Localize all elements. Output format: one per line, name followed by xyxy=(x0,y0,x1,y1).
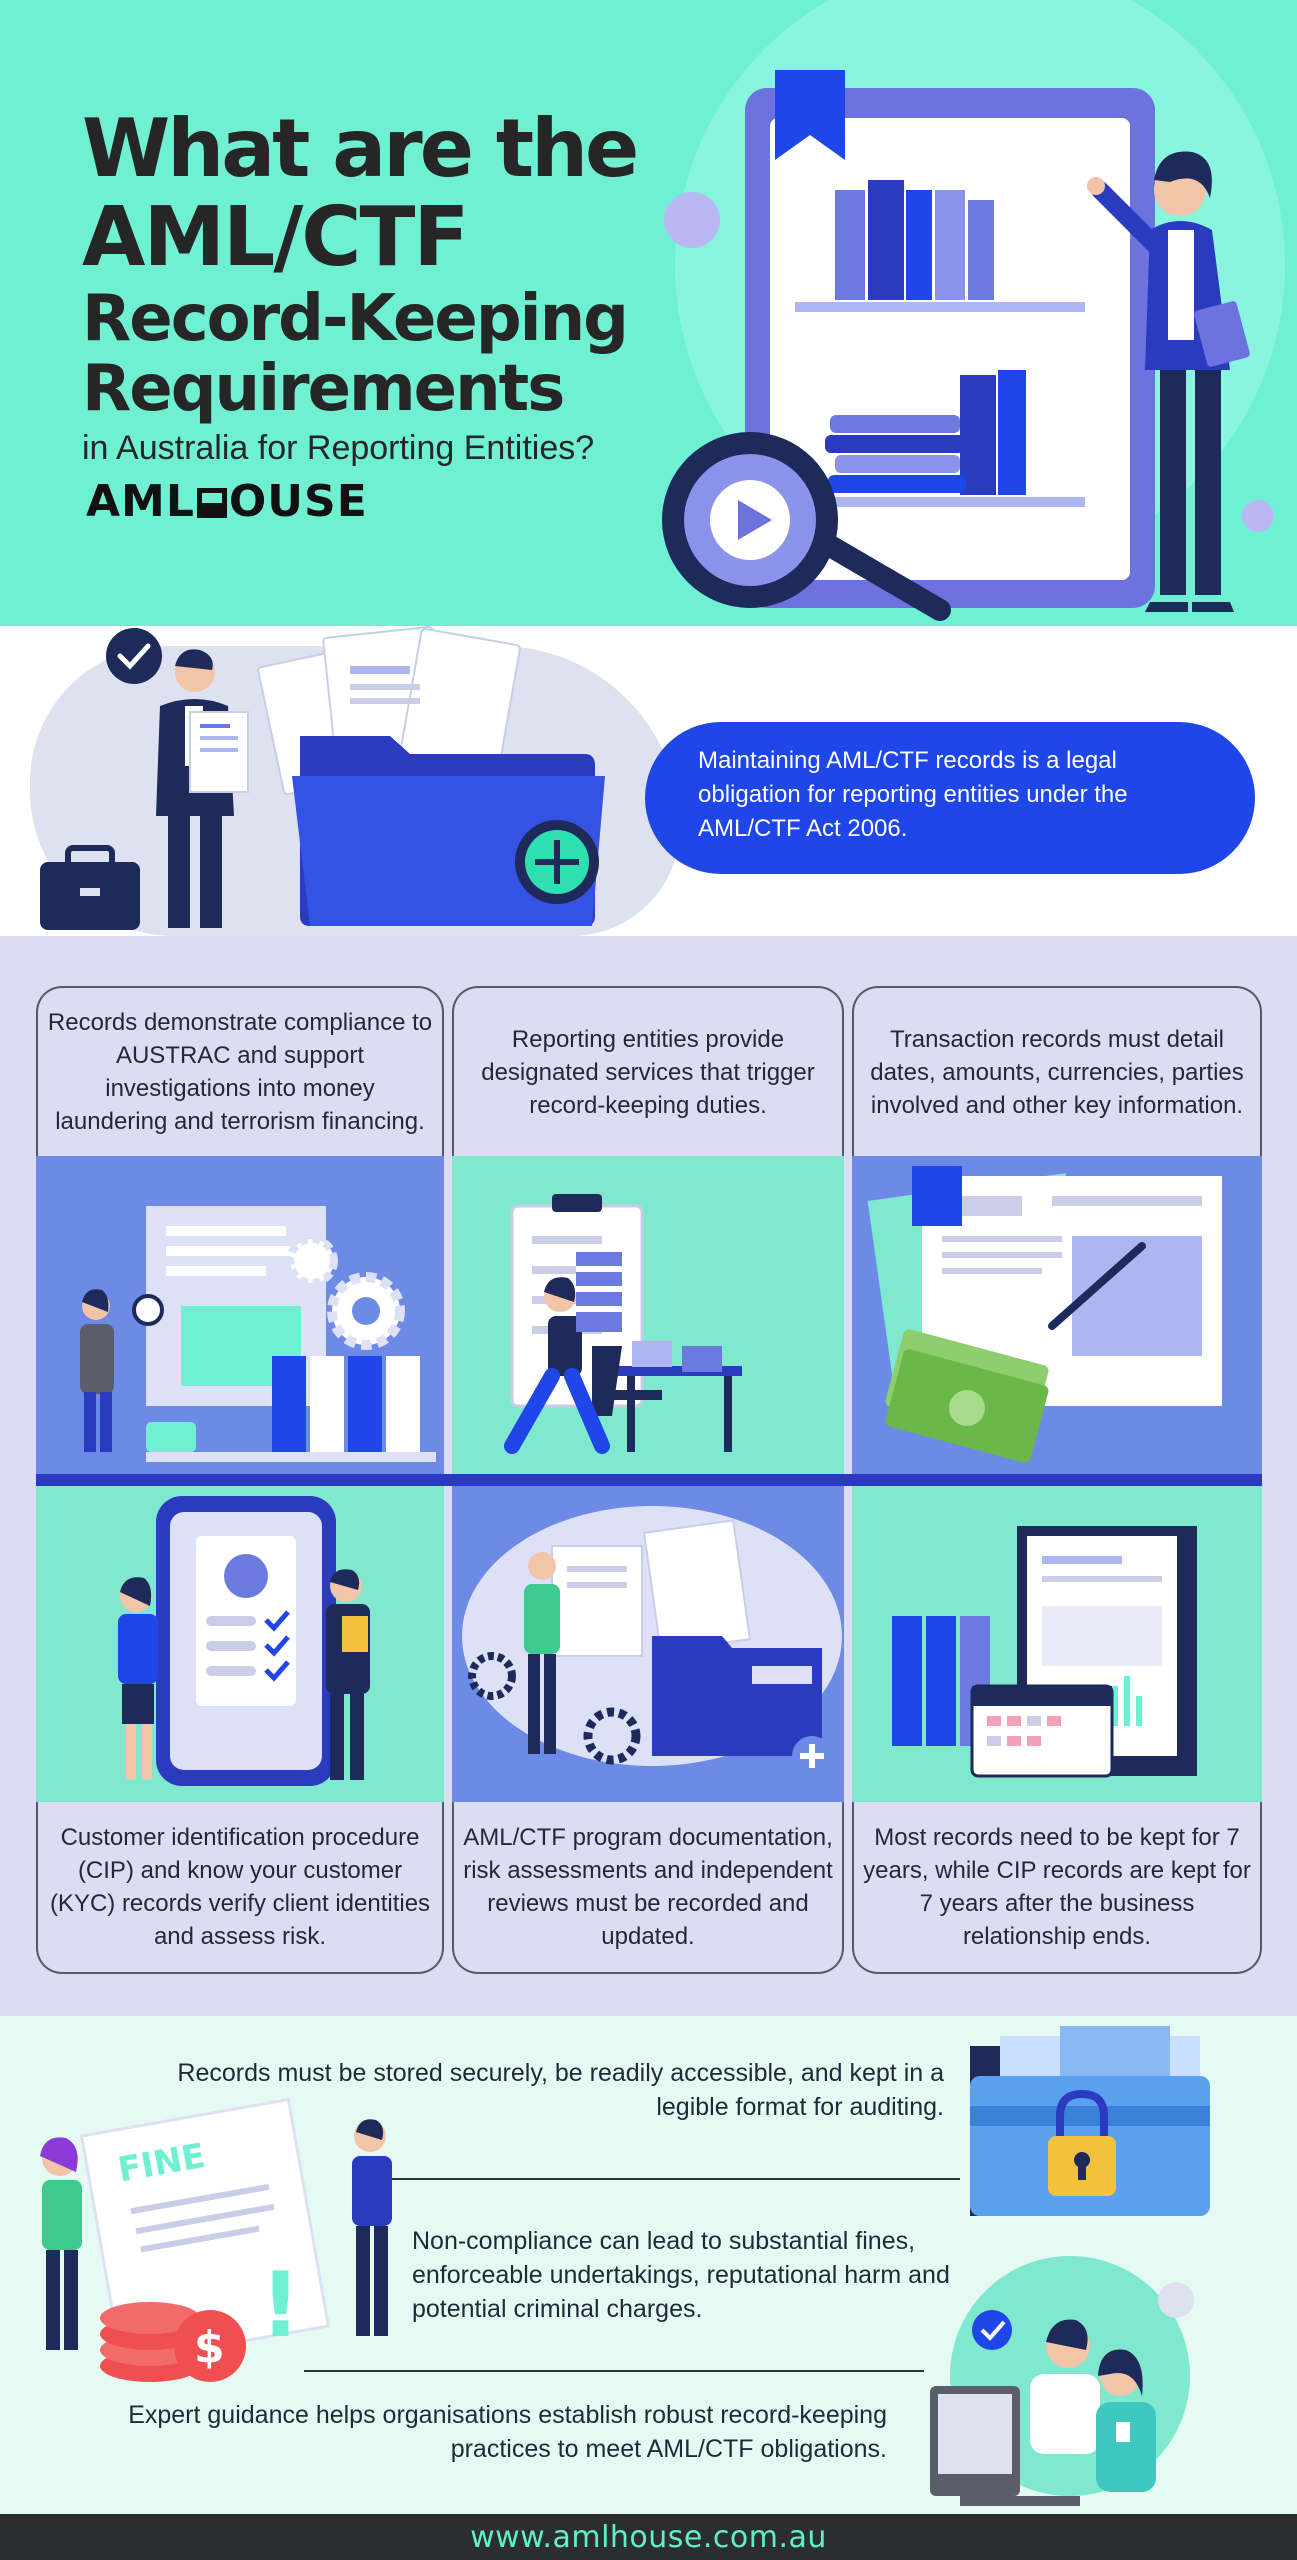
brand-logo-right: OUSE xyxy=(228,476,368,527)
check-icon xyxy=(972,2310,1012,2350)
caption-compliance: Records demonstrate compliance to AUSTRA… xyxy=(36,986,444,1156)
office-chair xyxy=(612,1390,662,1400)
tile-services-illustration xyxy=(452,1156,844,1474)
caption-kyc-records: Customer identification procedure (CIP) … xyxy=(36,1802,444,1974)
intro-section: Maintaining AML/CTF records is a legal o… xyxy=(0,626,1297,936)
deco-circle-left xyxy=(664,192,720,248)
presenter-figure xyxy=(1087,151,1250,612)
play-icon xyxy=(738,500,772,540)
shelf-top xyxy=(795,302,1085,312)
dollar-coin-icon xyxy=(174,2310,246,2382)
hero-illustration xyxy=(662,70,1274,621)
caption-program-documentation: AML/CTF program documentation, risk asse… xyxy=(452,1802,844,1974)
fine-illustration: FINE ! $ xyxy=(40,2097,392,2382)
point-non-compliance: Non-compliance can lead to substantial f… xyxy=(412,2227,950,2323)
tile-transactions-illustration xyxy=(852,1156,1262,1474)
kyc-illustration xyxy=(118,1496,370,1786)
page-subtitle: in Australia for Reporting Entities? xyxy=(82,429,595,467)
caption-retention-period: Most records need to be kept for 7 years… xyxy=(852,1802,1262,1974)
briefcase-icon xyxy=(146,1422,196,1452)
program-illustration xyxy=(462,1506,842,1776)
services-illustration xyxy=(504,1194,742,1454)
profile-icon xyxy=(224,1554,268,1598)
website-link[interactable]: www.amlhouse.com.au xyxy=(470,2519,827,2555)
check-icon xyxy=(264,1610,290,1632)
gear-icon xyxy=(468,1652,516,1700)
tile-program-illustration xyxy=(452,1486,844,1802)
grid-divider xyxy=(36,1474,1262,1486)
businessman-figure xyxy=(156,649,249,928)
brand-logo-left: AML xyxy=(86,476,195,527)
retention-illustration xyxy=(892,1526,1197,1778)
title-line-4: Requirements xyxy=(82,352,565,426)
secure-folder-illustration xyxy=(970,2026,1210,2216)
tile-kyc-illustration xyxy=(36,1486,444,1802)
transactions-illustration xyxy=(867,1166,1222,1463)
folder-icon xyxy=(652,1636,822,1756)
page-title: What are the AML/CTF Record-Keeping Requ… xyxy=(82,106,702,470)
tile-retention-illustration xyxy=(852,1486,1262,1802)
hero-section: What are the AML/CTF Record-Keeping Requ… xyxy=(0,0,1297,626)
point-expert-guidance: Expert guidance helps organisations esta… xyxy=(128,2401,887,2463)
caption-transaction-records: Transaction records must detail dates, a… xyxy=(852,986,1262,1156)
caption-designated-services: Reporting entities provide designated se… xyxy=(452,986,844,1156)
exclamation-icon: ! xyxy=(260,2253,301,2358)
intro-text: Maintaining AML/CTF records is a legal o… xyxy=(698,747,1128,842)
title-line-3: Record-Keeping xyxy=(82,282,629,356)
compliance-illustration xyxy=(80,1206,436,1462)
obligations-section: Records must be stored securely, be read… xyxy=(0,2016,1297,2514)
divider-line-2 xyxy=(304,2370,924,2372)
intro-banner xyxy=(645,722,1255,874)
lightbulb-icon xyxy=(1158,2282,1194,2318)
check-bubble-icon xyxy=(106,628,162,684)
title-line-1: What are the xyxy=(82,102,639,195)
magnifier-icon xyxy=(132,1294,164,1326)
divider-line-1 xyxy=(390,2178,960,2180)
bookmark-ribbon xyxy=(775,70,845,160)
deco-circle-right xyxy=(1242,500,1274,532)
point-secure-storage: Records must be stored securely, be read… xyxy=(177,2059,944,2121)
tile-compliance-illustration xyxy=(36,1156,444,1474)
house-icon xyxy=(196,488,227,518)
intro-illustration xyxy=(40,626,605,930)
title-line-2: AML/CTF xyxy=(82,190,469,285)
footer: www.amlhouse.com.au xyxy=(0,2514,1297,2560)
dollar-sign: $ xyxy=(194,2322,225,2373)
shelf-bottom xyxy=(795,497,1085,507)
expert-guidance-illustration xyxy=(930,2256,1194,2506)
brand-logo: AML OUSE xyxy=(86,476,368,527)
